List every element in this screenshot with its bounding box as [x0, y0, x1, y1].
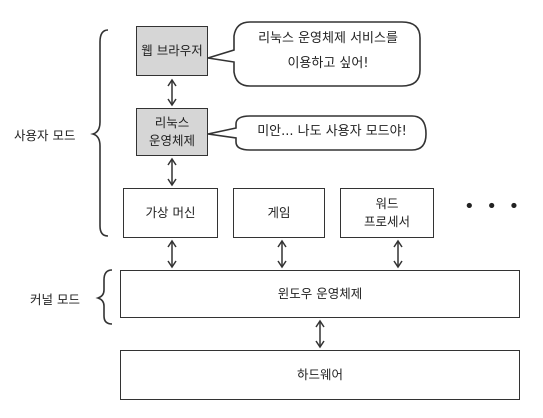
game-box: 게임 [233, 188, 325, 238]
speech-bubble-middle-text: 미안... 나도 사용자 모드야! [257, 124, 407, 139]
ellipsis: • • • [464, 196, 523, 217]
arrow-windows-hardware [315, 319, 325, 349]
arrow-linux-vm [167, 157, 177, 187]
speech-bubble-top-text: 리눅스 운영체제 서비스를 이용하고 싶어! [258, 31, 398, 71]
virtual-machine-box: 가상 머신 [123, 188, 218, 238]
arrow-game-windows [277, 239, 287, 269]
windows-os-box: 윈도우 운영체제 [120, 270, 520, 318]
user-mode-label: 사용자 모드 [14, 128, 76, 143]
word-processor-box: 워드 프로세서 [340, 188, 434, 238]
speech-bubble-middle [207, 115, 427, 151]
arrow-vm-windows [167, 239, 177, 269]
hardware-box: 하드웨어 [120, 350, 520, 400]
kernel-mode-brace [95, 269, 113, 325]
kernel-mode-label: 커널 모드 [30, 292, 80, 307]
arrow-word-windows [393, 239, 403, 269]
web-browser-box: 웹 브라우저 [136, 26, 208, 76]
linux-os-box: 리눅스 운영체제 [136, 108, 208, 156]
arrow-browser-linux [167, 78, 177, 107]
speech-bubble-top [207, 21, 421, 87]
user-mode-brace [90, 29, 109, 237]
